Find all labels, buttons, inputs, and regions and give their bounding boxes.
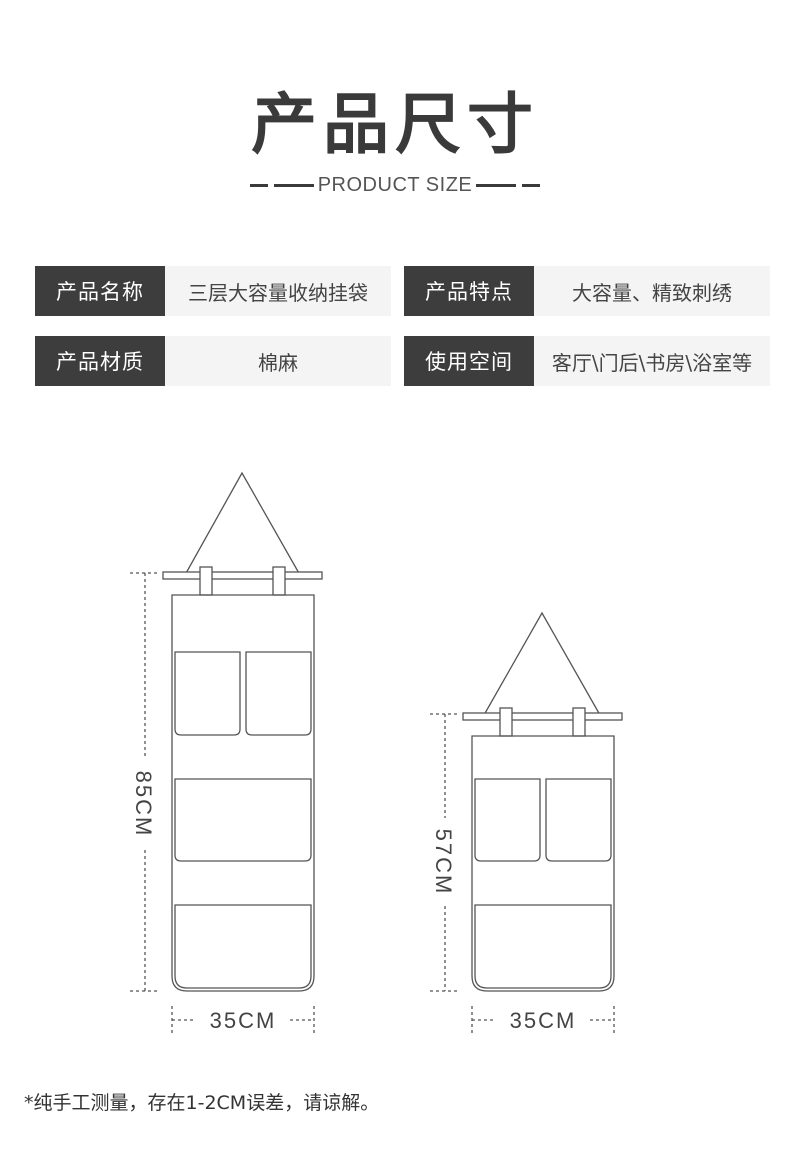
- pocket: [174, 904, 312, 989]
- page-subtitle: PRODUCT SIZE: [317, 173, 473, 196]
- spec-value: 客厅\门后\书房\浴室等: [534, 336, 770, 386]
- pocket: [174, 778, 312, 862]
- hanging-loop: [272, 566, 286, 596]
- spec-product-name: 产品名称 三层大容量收纳挂袋: [35, 266, 391, 316]
- spec-label: 产品特点: [404, 266, 534, 316]
- page-title: 产品尺寸: [251, 86, 539, 163]
- pocket: [474, 778, 541, 862]
- spec-value: 大容量、精致刺绣: [534, 266, 770, 316]
- spec-material: 产品材质 棉麻: [35, 336, 391, 386]
- spec-product-feature: 产品特点 大容量、精致刺绣: [404, 266, 770, 316]
- spec-label: 产品材质: [35, 336, 165, 386]
- hanging-string: [483, 611, 601, 716]
- divider-dash: [476, 183, 517, 187]
- hanging-loop: [572, 707, 586, 737]
- large-width-dimension: [171, 1006, 315, 1034]
- small-width-dimension: [471, 1006, 615, 1034]
- large-width-label: 35CM: [210, 1008, 277, 1033]
- subtitle-row: PRODUCT SIZE: [0, 172, 790, 198]
- pocket: [474, 904, 612, 989]
- large-height-label: 85CM: [131, 771, 156, 838]
- small-organizer-illustration: [462, 611, 623, 992]
- hanging-rod: [462, 712, 623, 721]
- measurement-note: *纯手工测量，存在1-2CM误差，请谅解。: [24, 1092, 380, 1114]
- organizer-body: [471, 735, 615, 992]
- organizer-body: [171, 594, 315, 992]
- spec-value: 三层大容量收纳挂袋: [165, 266, 391, 316]
- divider-dash: [249, 183, 268, 187]
- small-width-label: 35CM: [510, 1008, 577, 1033]
- hanging-rod: [162, 571, 323, 580]
- hanging-loop: [499, 707, 513, 737]
- large-height-dimension: [130, 572, 160, 992]
- hanging-string: [184, 471, 301, 576]
- small-height-dimension: [430, 713, 460, 992]
- divider-dash: [273, 183, 314, 187]
- pocket: [545, 778, 612, 862]
- pocket: [245, 651, 312, 736]
- spec-usage-space: 使用空间 客厅\门后\书房\浴室等: [404, 336, 770, 386]
- hanging-loop: [199, 566, 213, 596]
- spec-value: 棉麻: [165, 336, 391, 386]
- pocket: [174, 651, 241, 736]
- spec-label: 产品名称: [35, 266, 165, 316]
- divider-dash: [522, 183, 541, 187]
- small-height-label: 57CM: [431, 829, 456, 896]
- large-organizer-illustration: [162, 471, 323, 992]
- spec-label: 使用空间: [404, 336, 534, 386]
